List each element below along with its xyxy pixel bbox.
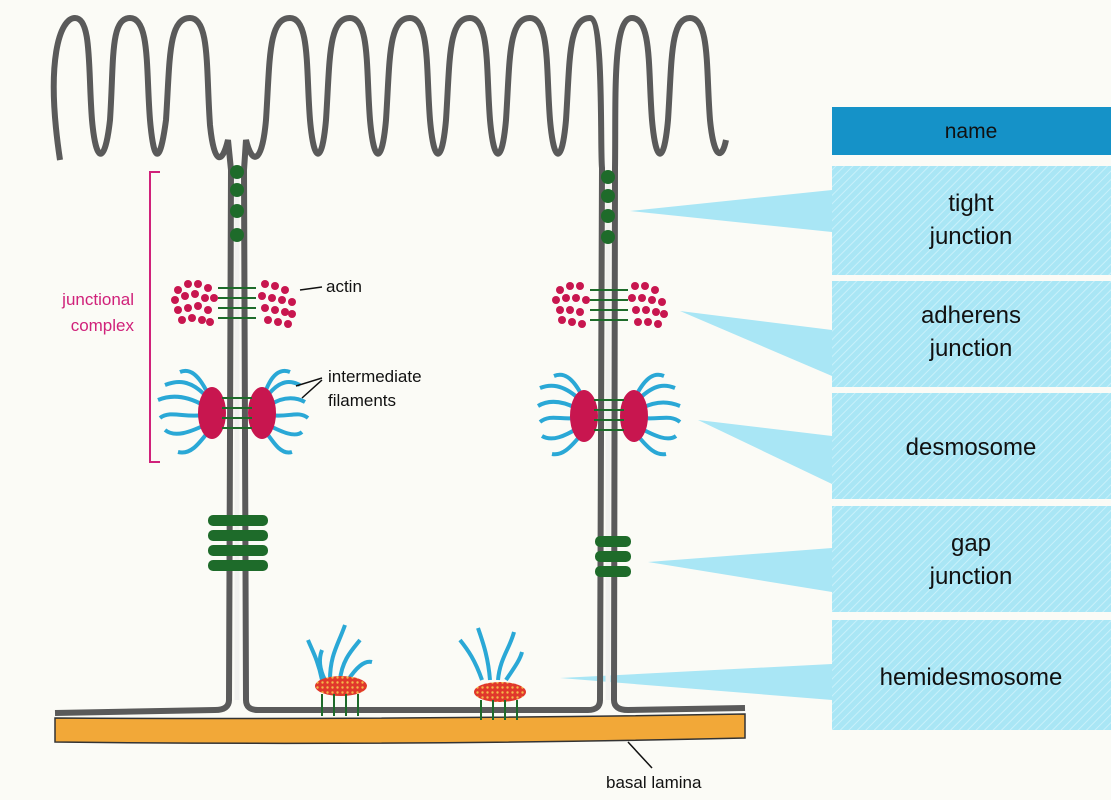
row-adherens-line2: junction bbox=[929, 335, 1013, 362]
junctional-complex-bracket bbox=[150, 172, 160, 462]
label-filaments: filaments bbox=[328, 391, 396, 410]
row-desmosome-line1: desmosome bbox=[906, 434, 1037, 461]
membrane-right-cell bbox=[614, 18, 745, 710]
row-hemi-line1: hemidesmosome bbox=[880, 664, 1063, 691]
pointer-desmosome bbox=[698, 420, 832, 484]
pointer-adherens bbox=[680, 311, 832, 376]
desmosome-plaque-right-a bbox=[570, 390, 598, 442]
pointer-gap bbox=[648, 548, 832, 592]
label-intermediate: intermediate bbox=[328, 367, 422, 386]
desmosome-plaque-right-b bbox=[620, 390, 648, 442]
basal-lamina-leader bbox=[628, 742, 652, 768]
apical-membrane-microvilli bbox=[54, 18, 231, 713]
label-junctional: junctional bbox=[61, 290, 134, 309]
row-gap-junction bbox=[832, 506, 1111, 612]
label-actin: actin bbox=[326, 277, 362, 296]
filaments-leader-lines bbox=[296, 378, 322, 398]
row-tight-line1: tight bbox=[948, 190, 994, 217]
row-tight-line2: junction bbox=[929, 223, 1013, 250]
row-gap-line1: gap bbox=[951, 530, 991, 557]
row-adherens-junction bbox=[832, 281, 1111, 387]
junction-name-table: name tight junction adherens junction de… bbox=[832, 107, 1111, 730]
label-complex: complex bbox=[71, 316, 135, 335]
membrane-middle-cell bbox=[244, 18, 602, 710]
table-header-label: name bbox=[945, 120, 998, 143]
desmosome-plaque-left-b bbox=[248, 387, 276, 439]
gap-junction-right bbox=[595, 536, 631, 577]
actin-leader-line bbox=[300, 287, 322, 290]
label-basal-lamina: basal lamina bbox=[606, 773, 702, 792]
desmosome-plaque-left-a bbox=[198, 387, 226, 439]
hemidesmosome-right bbox=[460, 628, 526, 720]
row-adherens-line1: adherens bbox=[921, 302, 1021, 329]
row-tight-junction bbox=[832, 166, 1111, 275]
basal-lamina-band bbox=[55, 714, 745, 743]
hemidesmosome-left bbox=[308, 625, 372, 716]
row-gap-line2: junction bbox=[929, 563, 1013, 590]
pointer-tight bbox=[630, 190, 832, 232]
